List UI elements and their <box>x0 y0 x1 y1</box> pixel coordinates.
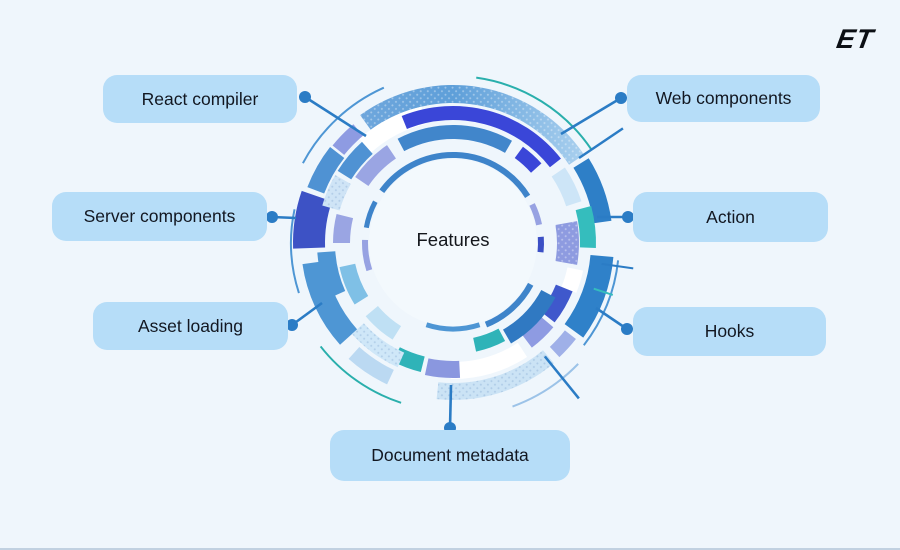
ring-graphic <box>290 76 634 408</box>
feature-node-hooks: Hooks <box>633 307 826 356</box>
feature-node-asset-loading: Asset loading <box>93 302 288 350</box>
feature-node-label: Document metadata <box>371 445 529 465</box>
feature-node-label: Hooks <box>704 321 755 341</box>
feature-node-label: Action <box>706 206 755 227</box>
brand-logo: ET <box>834 24 877 54</box>
feature-node-document-metadata: Document metadata <box>330 430 570 481</box>
feature-node-action: Action <box>633 192 828 242</box>
feature-node-label: Web components <box>655 88 792 108</box>
feature-node-label: Server components <box>83 206 236 226</box>
feature-node-server-components: Server components <box>52 192 267 241</box>
feature-node-label: React compiler <box>141 88 259 109</box>
feature-node-web-components: Web components <box>627 75 820 122</box>
center-label: Features <box>416 229 490 250</box>
feature-node-react-compiler: React compiler <box>103 75 297 123</box>
feature-node-label: Asset loading <box>137 315 244 336</box>
connector-lines <box>266 91 634 434</box>
